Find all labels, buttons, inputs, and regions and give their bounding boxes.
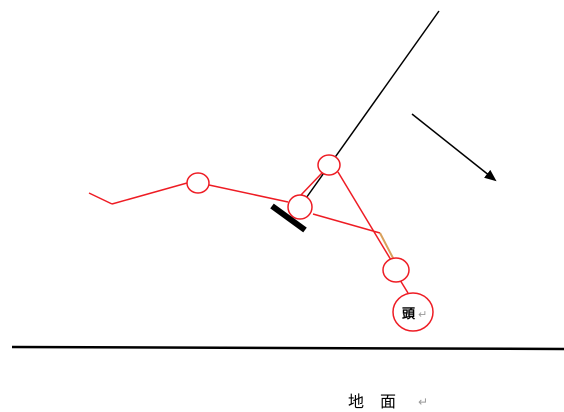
- pole-line: [298, 10, 440, 209]
- foot-segment: [88, 192, 113, 205]
- forearm-segment: [299, 172, 323, 197]
- head-label-return-mark: ↵: [418, 308, 427, 321]
- stick-figure: [88, 171, 409, 294]
- head-circle: [392, 292, 434, 332]
- knee-joint: [186, 172, 210, 194]
- pole-grip-bar: [270, 203, 307, 233]
- motion-arrow: [411, 113, 497, 182]
- hip-joint: [287, 194, 313, 220]
- shoulder-joint: [382, 257, 410, 283]
- head-label: 頭: [402, 307, 416, 322]
- accent-segment: [379, 232, 394, 259]
- ground-label: 地 面: [348, 392, 396, 411]
- torso-segment: [312, 213, 381, 234]
- hand-joint: [317, 154, 341, 176]
- joints: [186, 154, 434, 332]
- ground-label-return-mark: ↵: [418, 395, 428, 409]
- ground-line: [11, 345, 564, 351]
- upper-leg-segment: [208, 184, 289, 203]
- lower-leg-segment: [111, 182, 188, 205]
- neck-segment: [399, 279, 409, 294]
- upper-arm-segment: [337, 171, 392, 261]
